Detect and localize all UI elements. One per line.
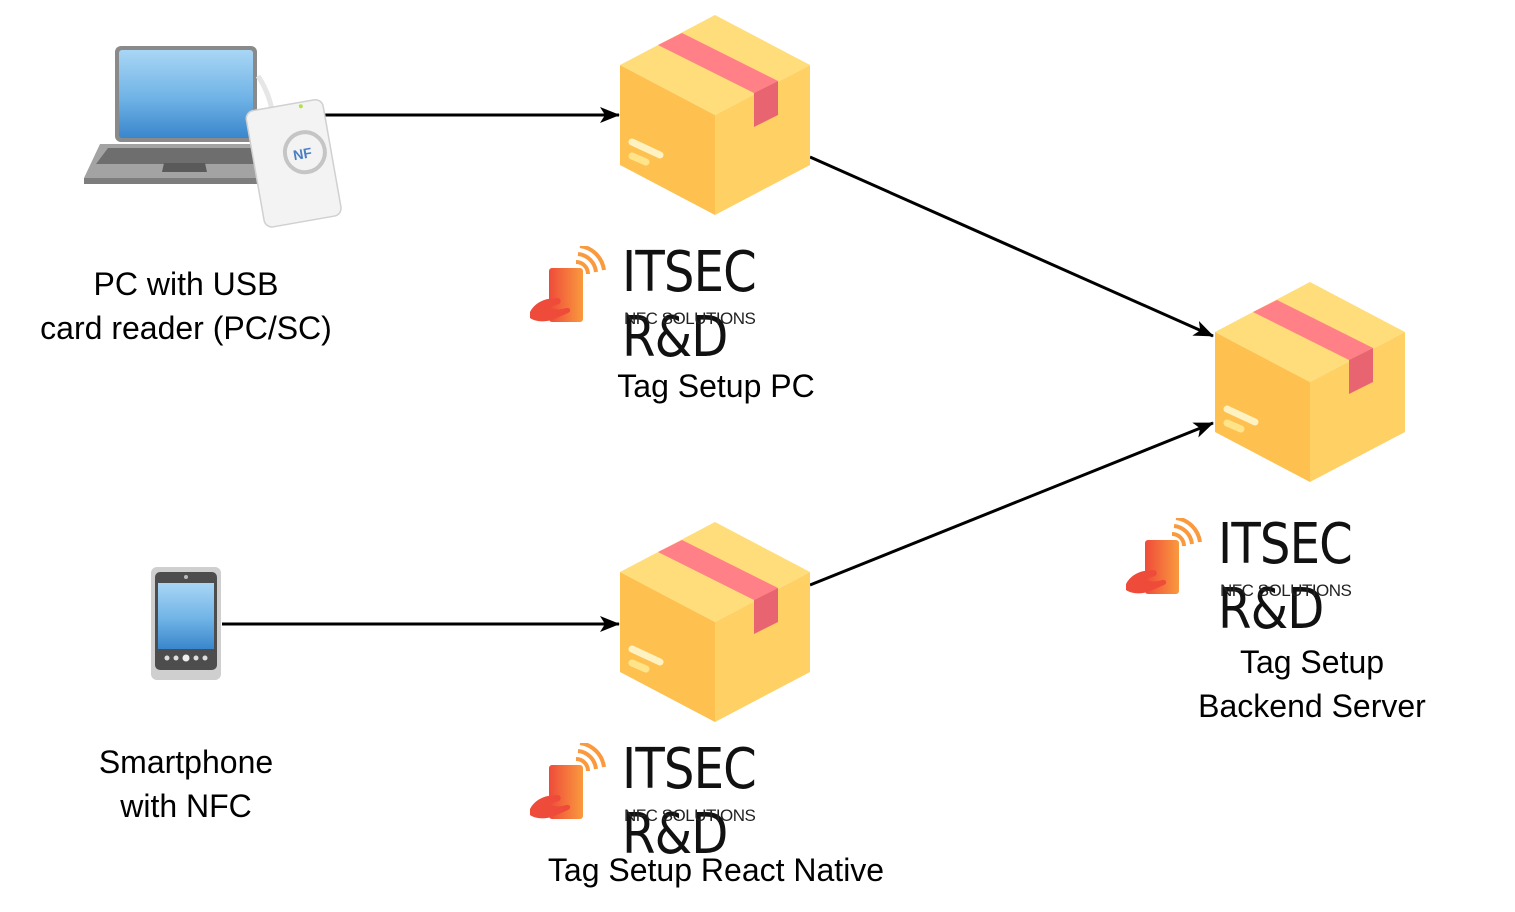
pc-client-label-line1: PC with USB	[93, 266, 279, 302]
pc-client-label-line2: card reader (PC/SC)	[40, 310, 332, 346]
logo-brand-text: ITSEC R&D	[622, 240, 757, 370]
tag-setup-pc-label: Tag Setup PC	[617, 368, 815, 404]
smartphone-icon	[151, 567, 221, 680]
smartphone-client-label: Smartphone with NFC	[0, 740, 372, 828]
package-box-icon-tag-setup-react-native	[620, 522, 810, 722]
nfc-hand-card-logo-icon	[1126, 518, 1202, 596]
tag-setup-backend-label-line1: Tag Setup	[1239, 644, 1385, 680]
smartphone-client-label-line2: with NFC	[120, 788, 252, 824]
itsec-logo-tag-setup-react-native: ITSEC R&D NFC SOLUTIONS	[530, 737, 910, 867]
logo-tagline-text: NFC SOLUTIONS	[624, 806, 756, 825]
logo-tagline-text: NFC SOLUTIONS	[1220, 581, 1352, 600]
logo-tagline-text: NFC SOLUTIONS	[624, 309, 756, 328]
nfc-hand-card-logo-icon	[530, 246, 606, 324]
tag-setup-react-native-label: Tag Setup React Native	[547, 852, 885, 888]
tag-setup-backend-label-line2: Backend Server	[1198, 688, 1426, 724]
pc-client-label: PC with USB card reader (PC/SC)	[0, 262, 372, 350]
package-box-icon-tag-setup-pc	[620, 15, 810, 215]
logo-brand-text: ITSEC R&D	[622, 737, 757, 867]
edge-react-native-to-backend	[809, 421, 1214, 587]
itsec-logo-tag-setup-backend: ITSEC R&D NFC SOLUTIONS	[1126, 512, 1506, 642]
smartphone-client-label-line1: Smartphone	[98, 744, 274, 780]
itsec-logo-tag-setup-pc: ITSEC R&D NFC SOLUTIONS	[530, 240, 910, 370]
tag-setup-backend-label: Tag Setup Backend Server	[1112, 640, 1512, 728]
logo-brand-text: ITSEC R&D	[1218, 512, 1353, 642]
svg-text:NF: NF	[292, 144, 314, 163]
nfc-hand-card-logo-icon	[530, 743, 606, 821]
laptop-with-nfc-reader-icon: NF	[84, 46, 342, 228]
package-box-icon-tag-setup-backend	[1215, 282, 1405, 482]
edge-tag-setup-pc-to-backend	[809, 155, 1214, 338]
